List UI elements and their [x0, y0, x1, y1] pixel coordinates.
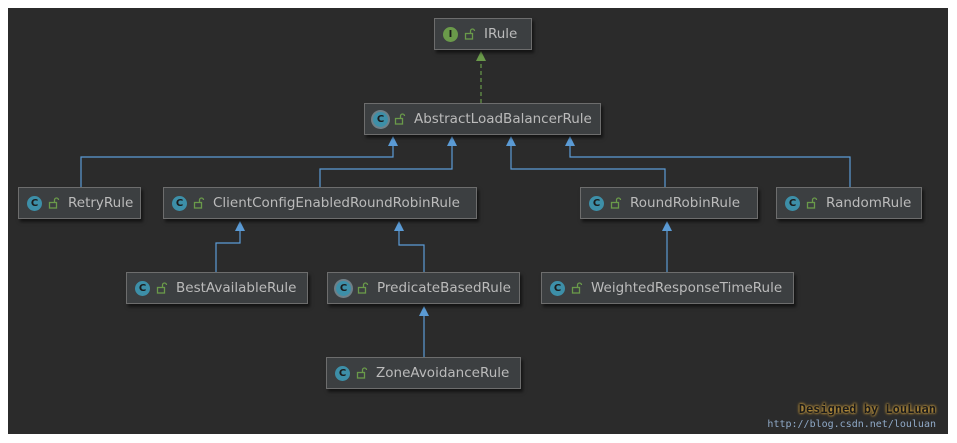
abstract-class-icon: C: [336, 280, 351, 296]
node-label: IRule: [484, 26, 518, 42]
unlock-icon: [806, 197, 818, 209]
arrowhead-clientconfig: [447, 136, 457, 146]
edge-bestavailable-clientconfig: [215, 231, 241, 272]
class-icon: C: [589, 195, 604, 211]
arrowhead-zone: [419, 306, 429, 316]
edge-predicate-clientconfig: [398, 231, 425, 272]
node-label: RetryRule: [68, 195, 134, 211]
node-predicate-based-rule[interactable]: C PredicateBasedRule: [327, 272, 520, 304]
edge-roundrobin-abstract: [510, 146, 666, 187]
unlock-icon: [464, 28, 476, 40]
node-label: ZoneAvoidanceRule: [376, 365, 510, 381]
unlock-icon: [394, 113, 406, 125]
unlock-icon: [193, 197, 205, 209]
interface-icon: I: [443, 26, 458, 42]
unlock-icon: [571, 282, 583, 294]
node-label: WeightedResponseTimeRule: [591, 280, 783, 296]
arrowhead-weighted: [662, 221, 672, 231]
edge-random-abstract: [569, 146, 851, 187]
arrowhead-bestavailable: [235, 221, 245, 231]
unlock-icon: [356, 367, 368, 379]
unlock-icon: [156, 282, 168, 294]
unlock-icon: [48, 197, 60, 209]
arrowhead-predicate: [394, 221, 404, 231]
node-zone-avoidance-rule[interactable]: C ZoneAvoidanceRule: [326, 357, 521, 389]
watermark-text: Designed by LouLuan: [798, 402, 936, 416]
edge-clientconfig-abstract: [319, 146, 453, 187]
node-retry-rule[interactable]: C RetryRule: [18, 187, 141, 219]
node-label: PredicateBasedRule: [377, 280, 511, 296]
class-icon: C: [785, 195, 800, 211]
unlock-icon: [610, 197, 622, 209]
watermark-url: http://blog.csdn.net/louluan: [767, 419, 936, 430]
node-label: BestAvailableRule: [176, 280, 297, 296]
class-icon: C: [335, 365, 350, 381]
node-weighted-response-time-rule[interactable]: C WeightedResponseTimeRule: [541, 272, 794, 304]
abstract-class-icon: C: [373, 111, 388, 127]
unlock-icon: [357, 282, 369, 294]
node-random-rule[interactable]: C RandomRule: [776, 187, 922, 219]
node-abstract-load-balancer-rule[interactable]: C AbstractLoadBalancerRule: [364, 103, 601, 135]
node-label: RandomRule: [826, 195, 912, 211]
node-client-config-enabled-round-robin-rule[interactable]: C ClientConfigEnabledRoundRobinRule: [163, 187, 477, 219]
edge-retry-abstract: [80, 146, 394, 187]
node-label: RoundRobinRule: [630, 195, 741, 211]
node-round-robin-rule[interactable]: C RoundRobinRule: [580, 187, 758, 219]
arrowhead-irule: [476, 51, 486, 61]
class-icon: C: [27, 195, 42, 211]
node-best-available-rule[interactable]: C BestAvailableRule: [126, 272, 308, 304]
node-irule[interactable]: I IRule: [434, 18, 532, 50]
class-icon: C: [550, 280, 565, 296]
node-label: AbstractLoadBalancerRule: [414, 111, 592, 127]
class-icon: C: [172, 195, 187, 211]
arrowhead-roundrobin: [506, 136, 516, 146]
arrowhead-random: [565, 136, 575, 146]
node-label: ClientConfigEnabledRoundRobinRule: [213, 195, 460, 211]
diagram-canvas: I IRule C AbstractLoadBalancerRule C Ret…: [8, 8, 948, 434]
class-icon: C: [135, 280, 150, 296]
arrowhead-retry: [388, 136, 398, 146]
edges-layer: [80, 51, 851, 357]
